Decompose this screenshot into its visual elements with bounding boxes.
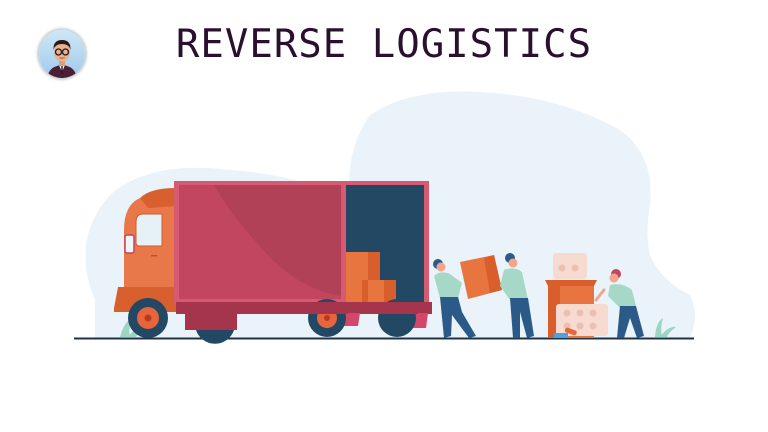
truck-wheel: [376, 299, 418, 337]
medicine-stack: [545, 253, 608, 338]
worker-left: [433, 259, 476, 338]
truck-wheel: [128, 298, 168, 338]
truck-wheel: [306, 299, 348, 337]
worker-right: [594, 269, 644, 338]
page-title: REVERSE LOGISTICS: [0, 22, 768, 67]
page-title-text: REVERSE LOGISTICS: [175, 22, 593, 67]
worker-middle: [500, 253, 534, 338]
delivery-truck: [114, 181, 432, 330]
presenter-avatar: [38, 29, 86, 79]
ground-line: [74, 337, 694, 340]
presenter-avatar-icon: [39, 30, 85, 78]
truck-wheel: [196, 330, 234, 344]
plant-icon: [655, 318, 676, 337]
carried-box: [460, 255, 502, 299]
